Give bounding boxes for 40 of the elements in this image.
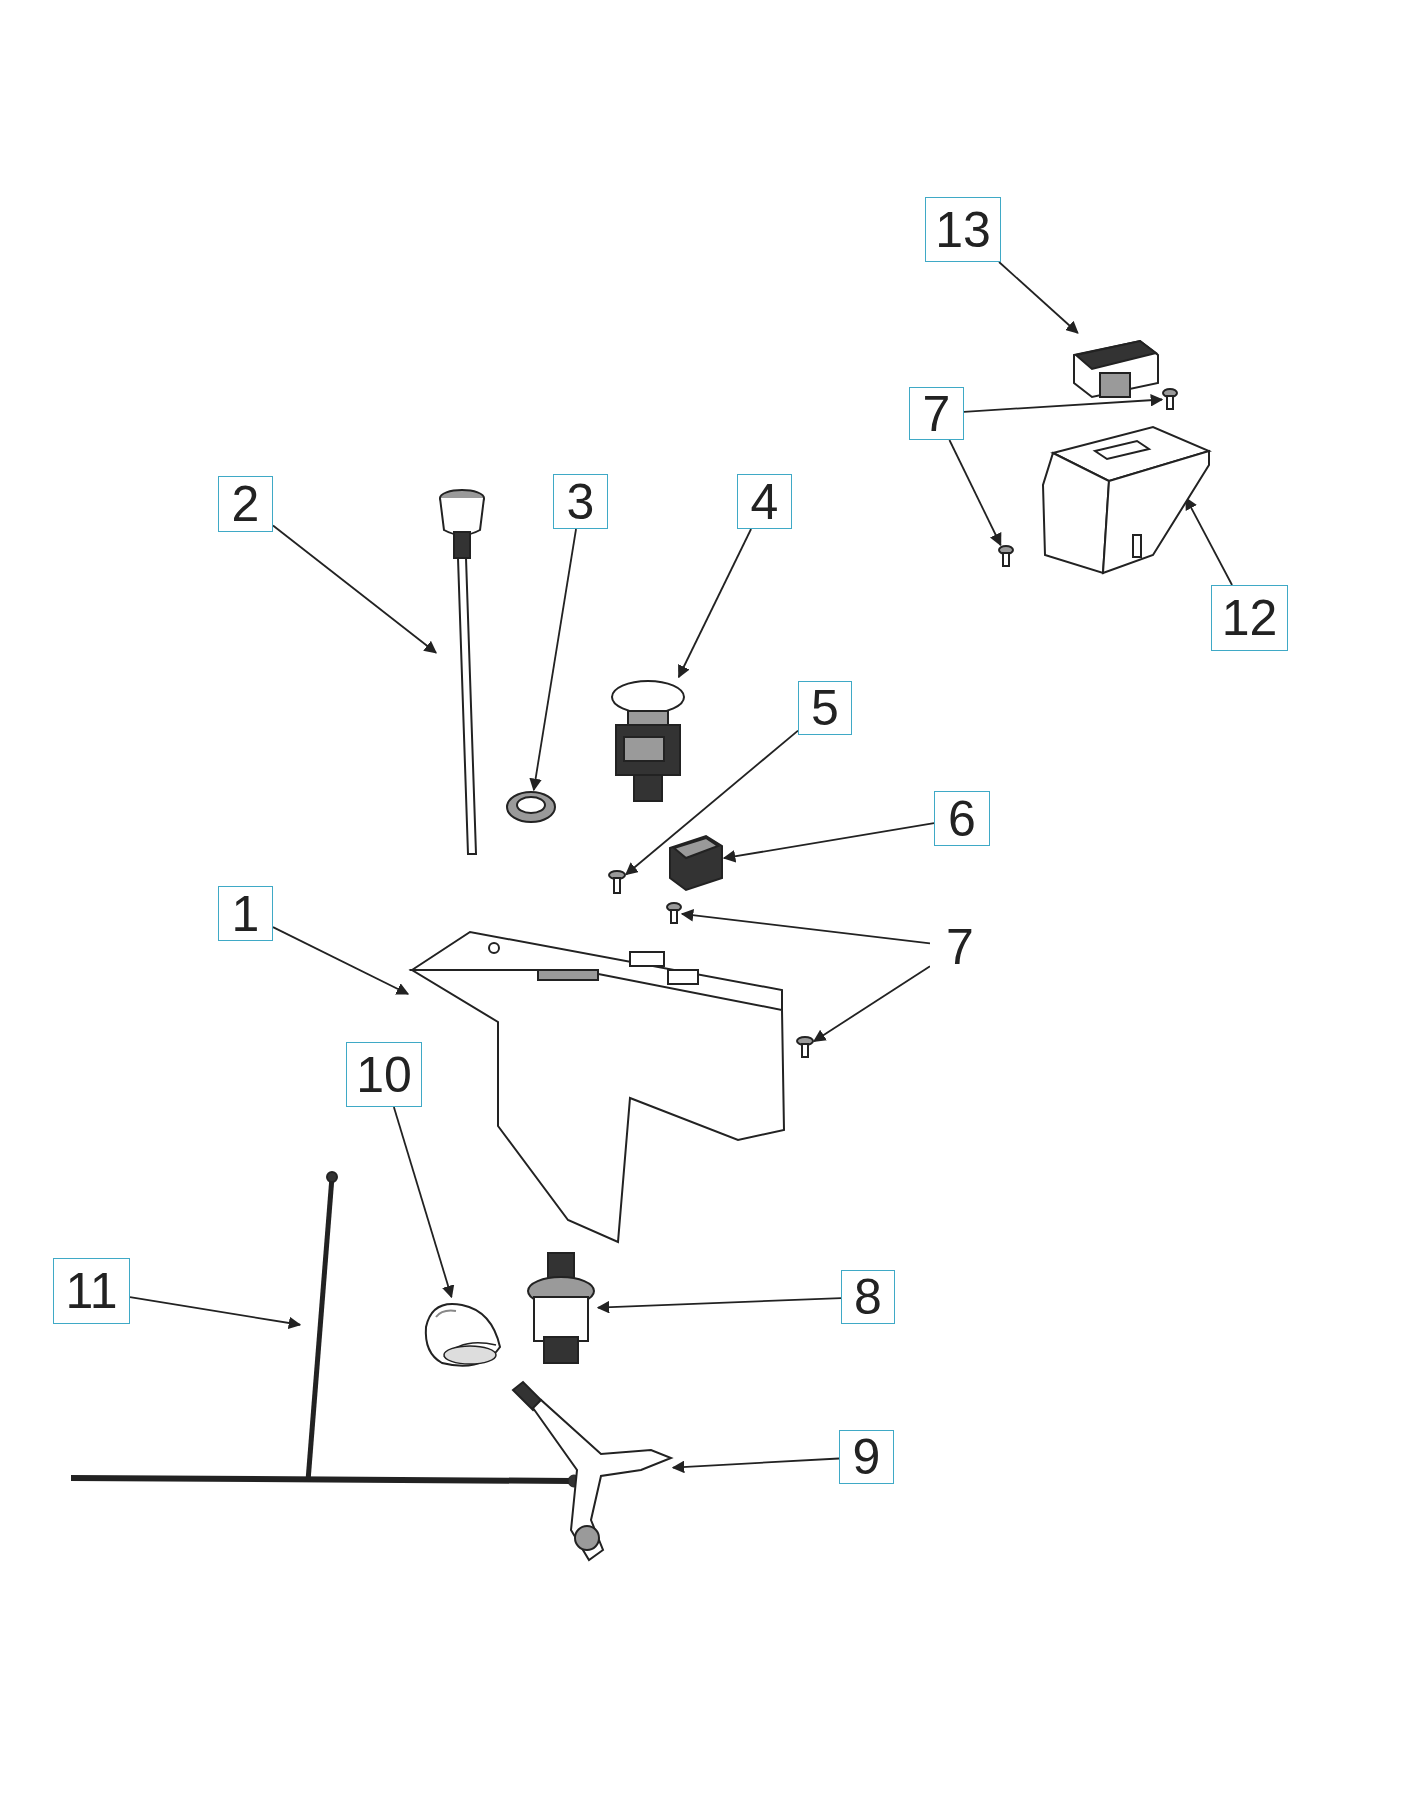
screw-drawing xyxy=(998,545,1014,567)
leader-line xyxy=(722,822,935,863)
panel-drawing xyxy=(408,930,788,1246)
leader-line xyxy=(596,1297,842,1314)
callout-number: 1 xyxy=(218,886,273,941)
screw-drawing xyxy=(608,870,626,894)
callout-number: 5 xyxy=(798,681,852,735)
leader-line xyxy=(948,439,1002,547)
leader-line xyxy=(272,926,410,995)
leader-line xyxy=(392,1106,455,1299)
round-switch-drawing xyxy=(526,1251,598,1367)
screw-drawing xyxy=(1162,388,1178,410)
callout-number: 12 xyxy=(1211,585,1288,651)
leader-line xyxy=(671,1457,840,1474)
screw-drawing xyxy=(796,1036,814,1058)
leader-line xyxy=(272,524,437,654)
leader-line xyxy=(680,909,931,945)
callout-number: 7 xyxy=(909,387,964,440)
leader-line xyxy=(812,965,931,1043)
callout-number: 13 xyxy=(925,197,1001,262)
callout-number: 6 xyxy=(934,791,990,846)
knob-rod-drawing xyxy=(436,488,488,858)
leader-line xyxy=(625,729,799,876)
callout-number: 3 xyxy=(553,474,608,529)
push-button-drawing xyxy=(608,677,688,803)
callout-number: 11 xyxy=(53,1258,130,1324)
callout-number: 8 xyxy=(841,1270,895,1324)
leader-line xyxy=(677,528,752,679)
switch-drawing xyxy=(666,834,724,892)
lever-drawing xyxy=(511,1380,673,1564)
leader-line xyxy=(963,393,1164,413)
screw-drawing xyxy=(666,902,682,924)
washer-drawing xyxy=(505,790,557,824)
callout-number: 2 xyxy=(218,476,273,532)
callout-number: 9 xyxy=(839,1430,894,1484)
callout-number: 10 xyxy=(346,1042,422,1107)
leader-line xyxy=(998,261,1079,334)
leader-line xyxy=(529,528,577,792)
leader-line xyxy=(129,1296,302,1330)
callout-number: 4 xyxy=(737,474,792,529)
